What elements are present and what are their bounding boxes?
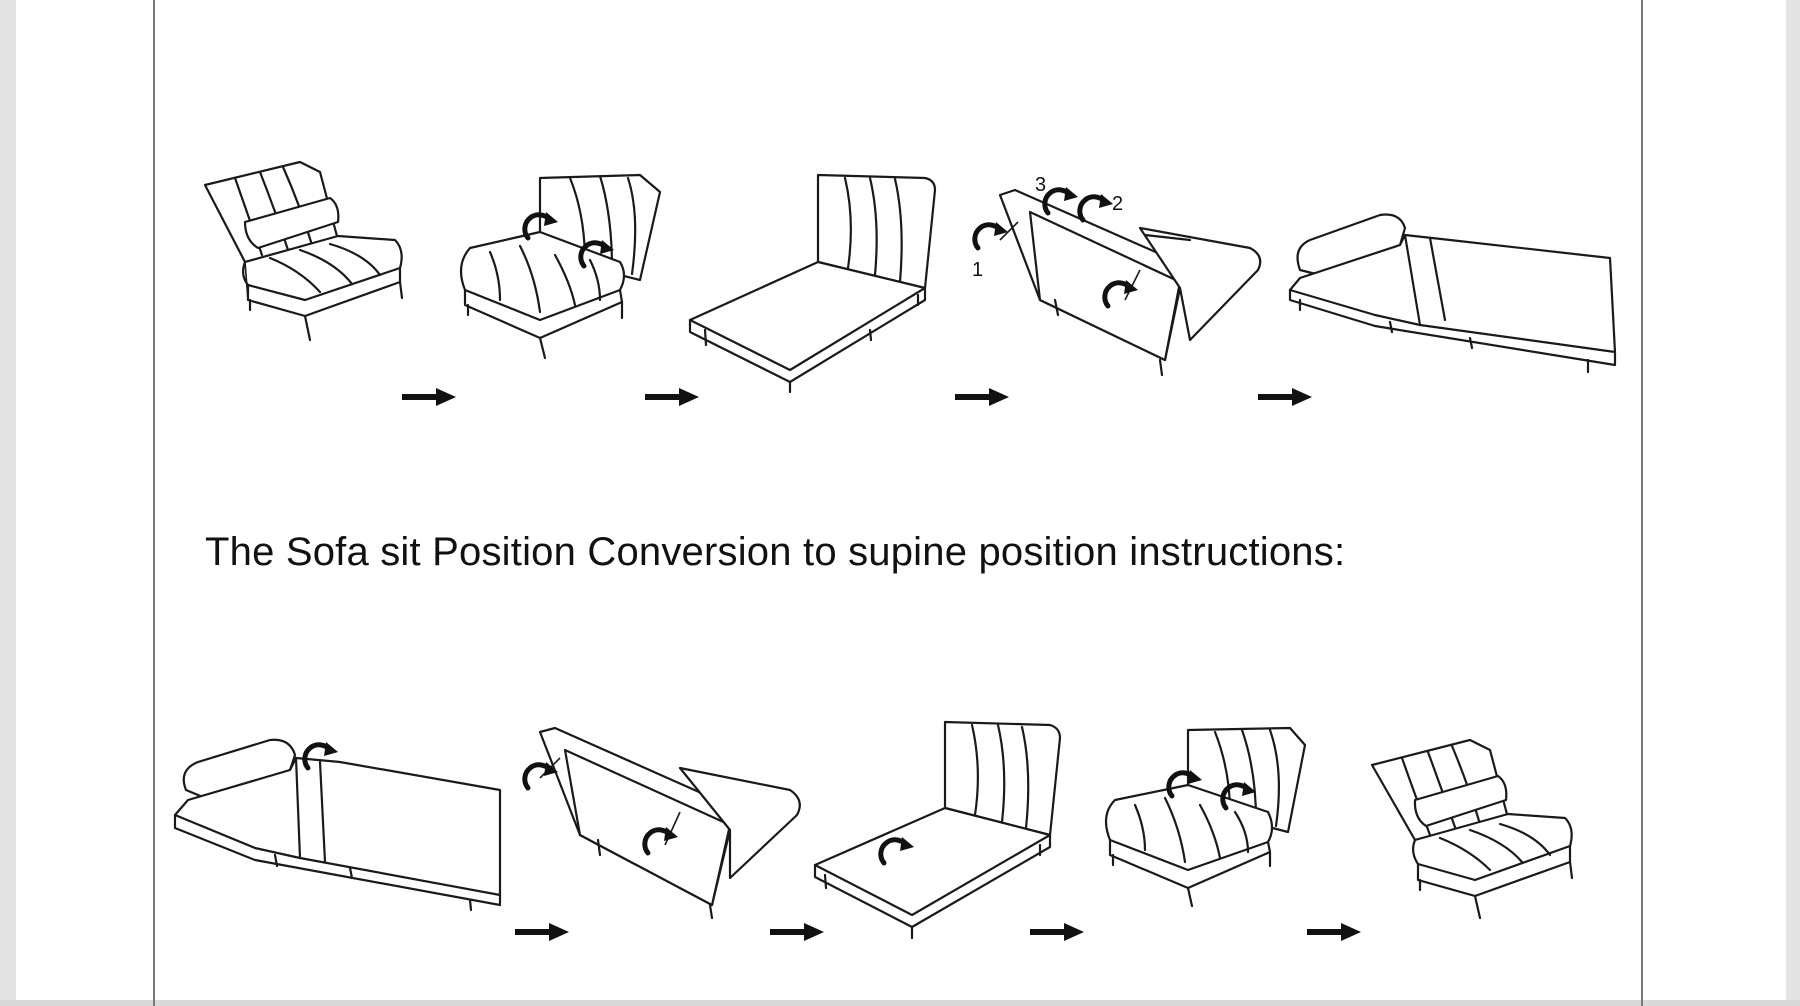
right-arrow-icon [645,388,699,406]
right-arrow-icon [1258,388,1312,406]
callout-3: 3 [1035,174,1046,196]
right-arrow-icon [955,388,1009,406]
bottom-step-3-sofa [813,720,1062,940]
top-step-1-sofa [203,160,404,342]
right-arrow-icon [1030,923,1084,941]
right-arrow-icon [515,923,569,941]
rotate-arrow-icon [1080,194,1113,220]
bottom-step-1-bed [173,738,502,912]
top-step-2-sofa [459,173,662,360]
top-step-4-sofa [998,188,1262,377]
right-arrow-icon [770,923,824,941]
right-arrow-icon [1307,923,1361,941]
page-border [153,0,1643,1006]
bottom-step-5-sofa [1370,738,1574,920]
viewer-left-margin [0,0,16,1000]
page-heading: The Sofa sit Position Conversion to supi… [205,530,1346,574]
top-step-3-sofa [688,173,937,394]
bottom-step-2-sofa [538,726,801,920]
viewer-right-margin [1786,0,1800,1000]
top-step-5-bed [1288,213,1617,374]
callout-1: 1 [972,259,983,281]
right-arrow-icon [402,388,456,406]
rotate-arrow-icon [975,222,1008,248]
bottom-step-4-sofa [1104,726,1307,908]
callout-2: 2 [1112,193,1123,215]
